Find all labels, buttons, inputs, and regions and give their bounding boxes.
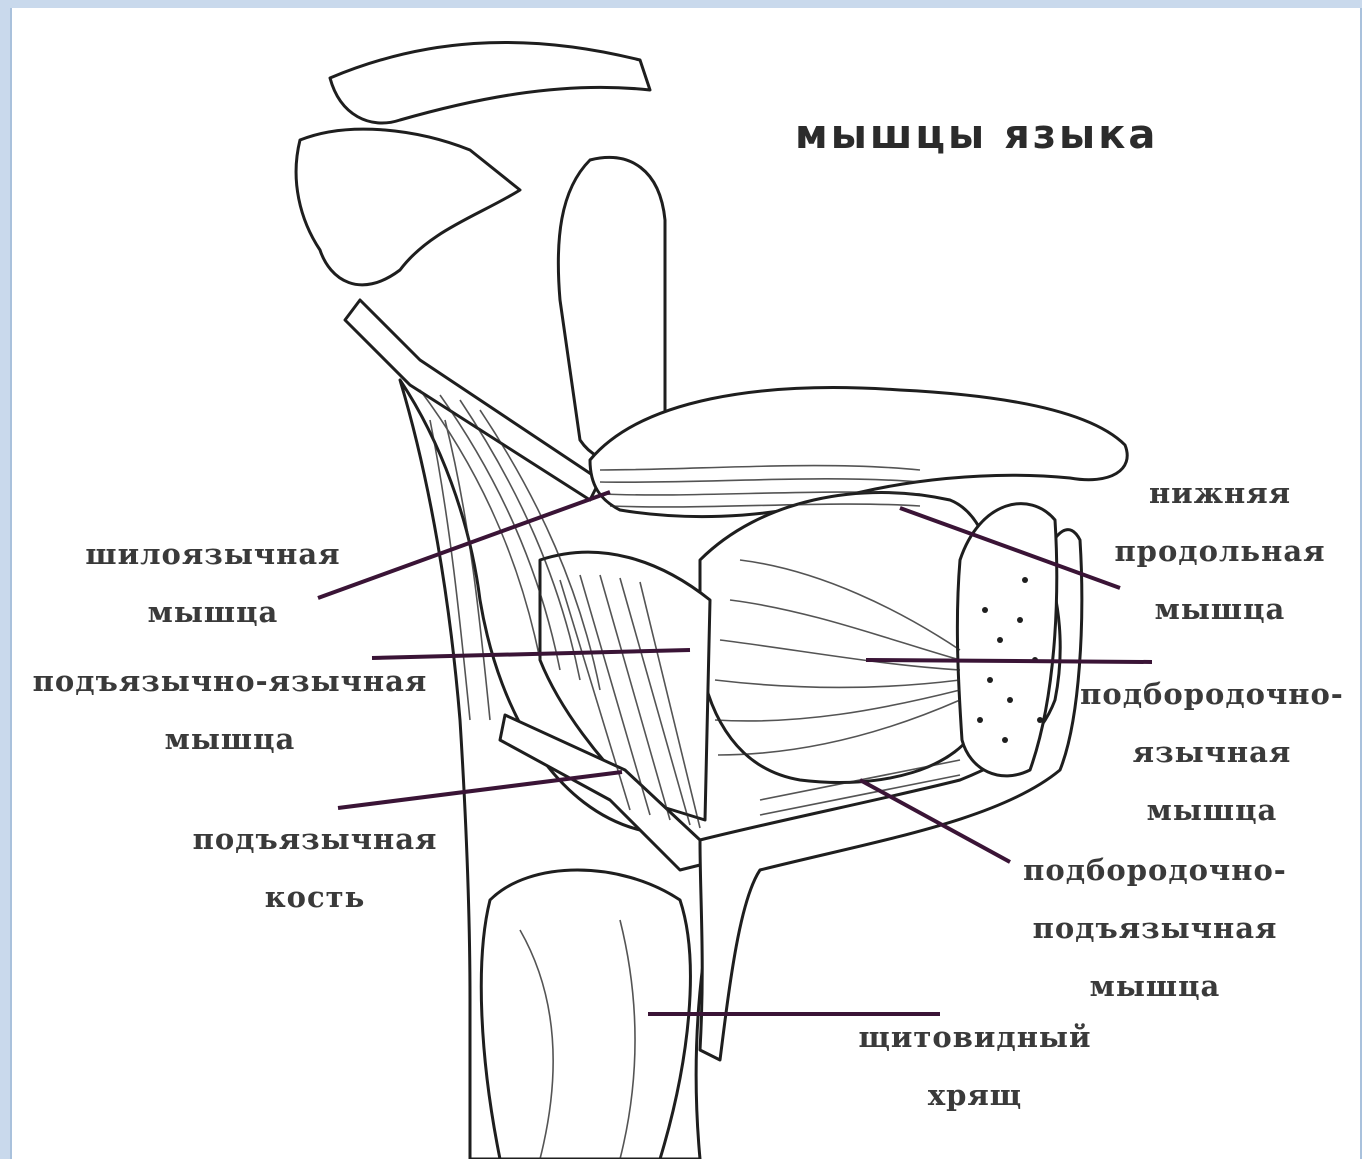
mandible-ramus: [558, 158, 665, 461]
diagram-title: мышцы языка: [795, 112, 1158, 158]
label-styloglossus: шилоязычная мышца: [68, 525, 358, 641]
temporal-bone: [296, 129, 520, 285]
styloid-process: [345, 300, 600, 500]
label-hyoglossus: подъязычно-язычная мышца: [20, 652, 440, 768]
label-hyoid-bone: подъязычная кость: [175, 810, 455, 926]
skull-base: [330, 42, 650, 123]
label-thyroid-cartilage: щитовидный хрящ: [840, 1008, 1110, 1124]
label-genioglossus: подбородочно- язычная мышца: [1072, 665, 1352, 839]
label-inferior-longitudinal: нижняя продольная мышца: [1095, 464, 1345, 638]
leader-genioglossus: [866, 660, 1152, 662]
chin: [957, 504, 1056, 776]
label-geniohyoid: подбородочно- подъязычная мышца: [1010, 841, 1300, 1015]
